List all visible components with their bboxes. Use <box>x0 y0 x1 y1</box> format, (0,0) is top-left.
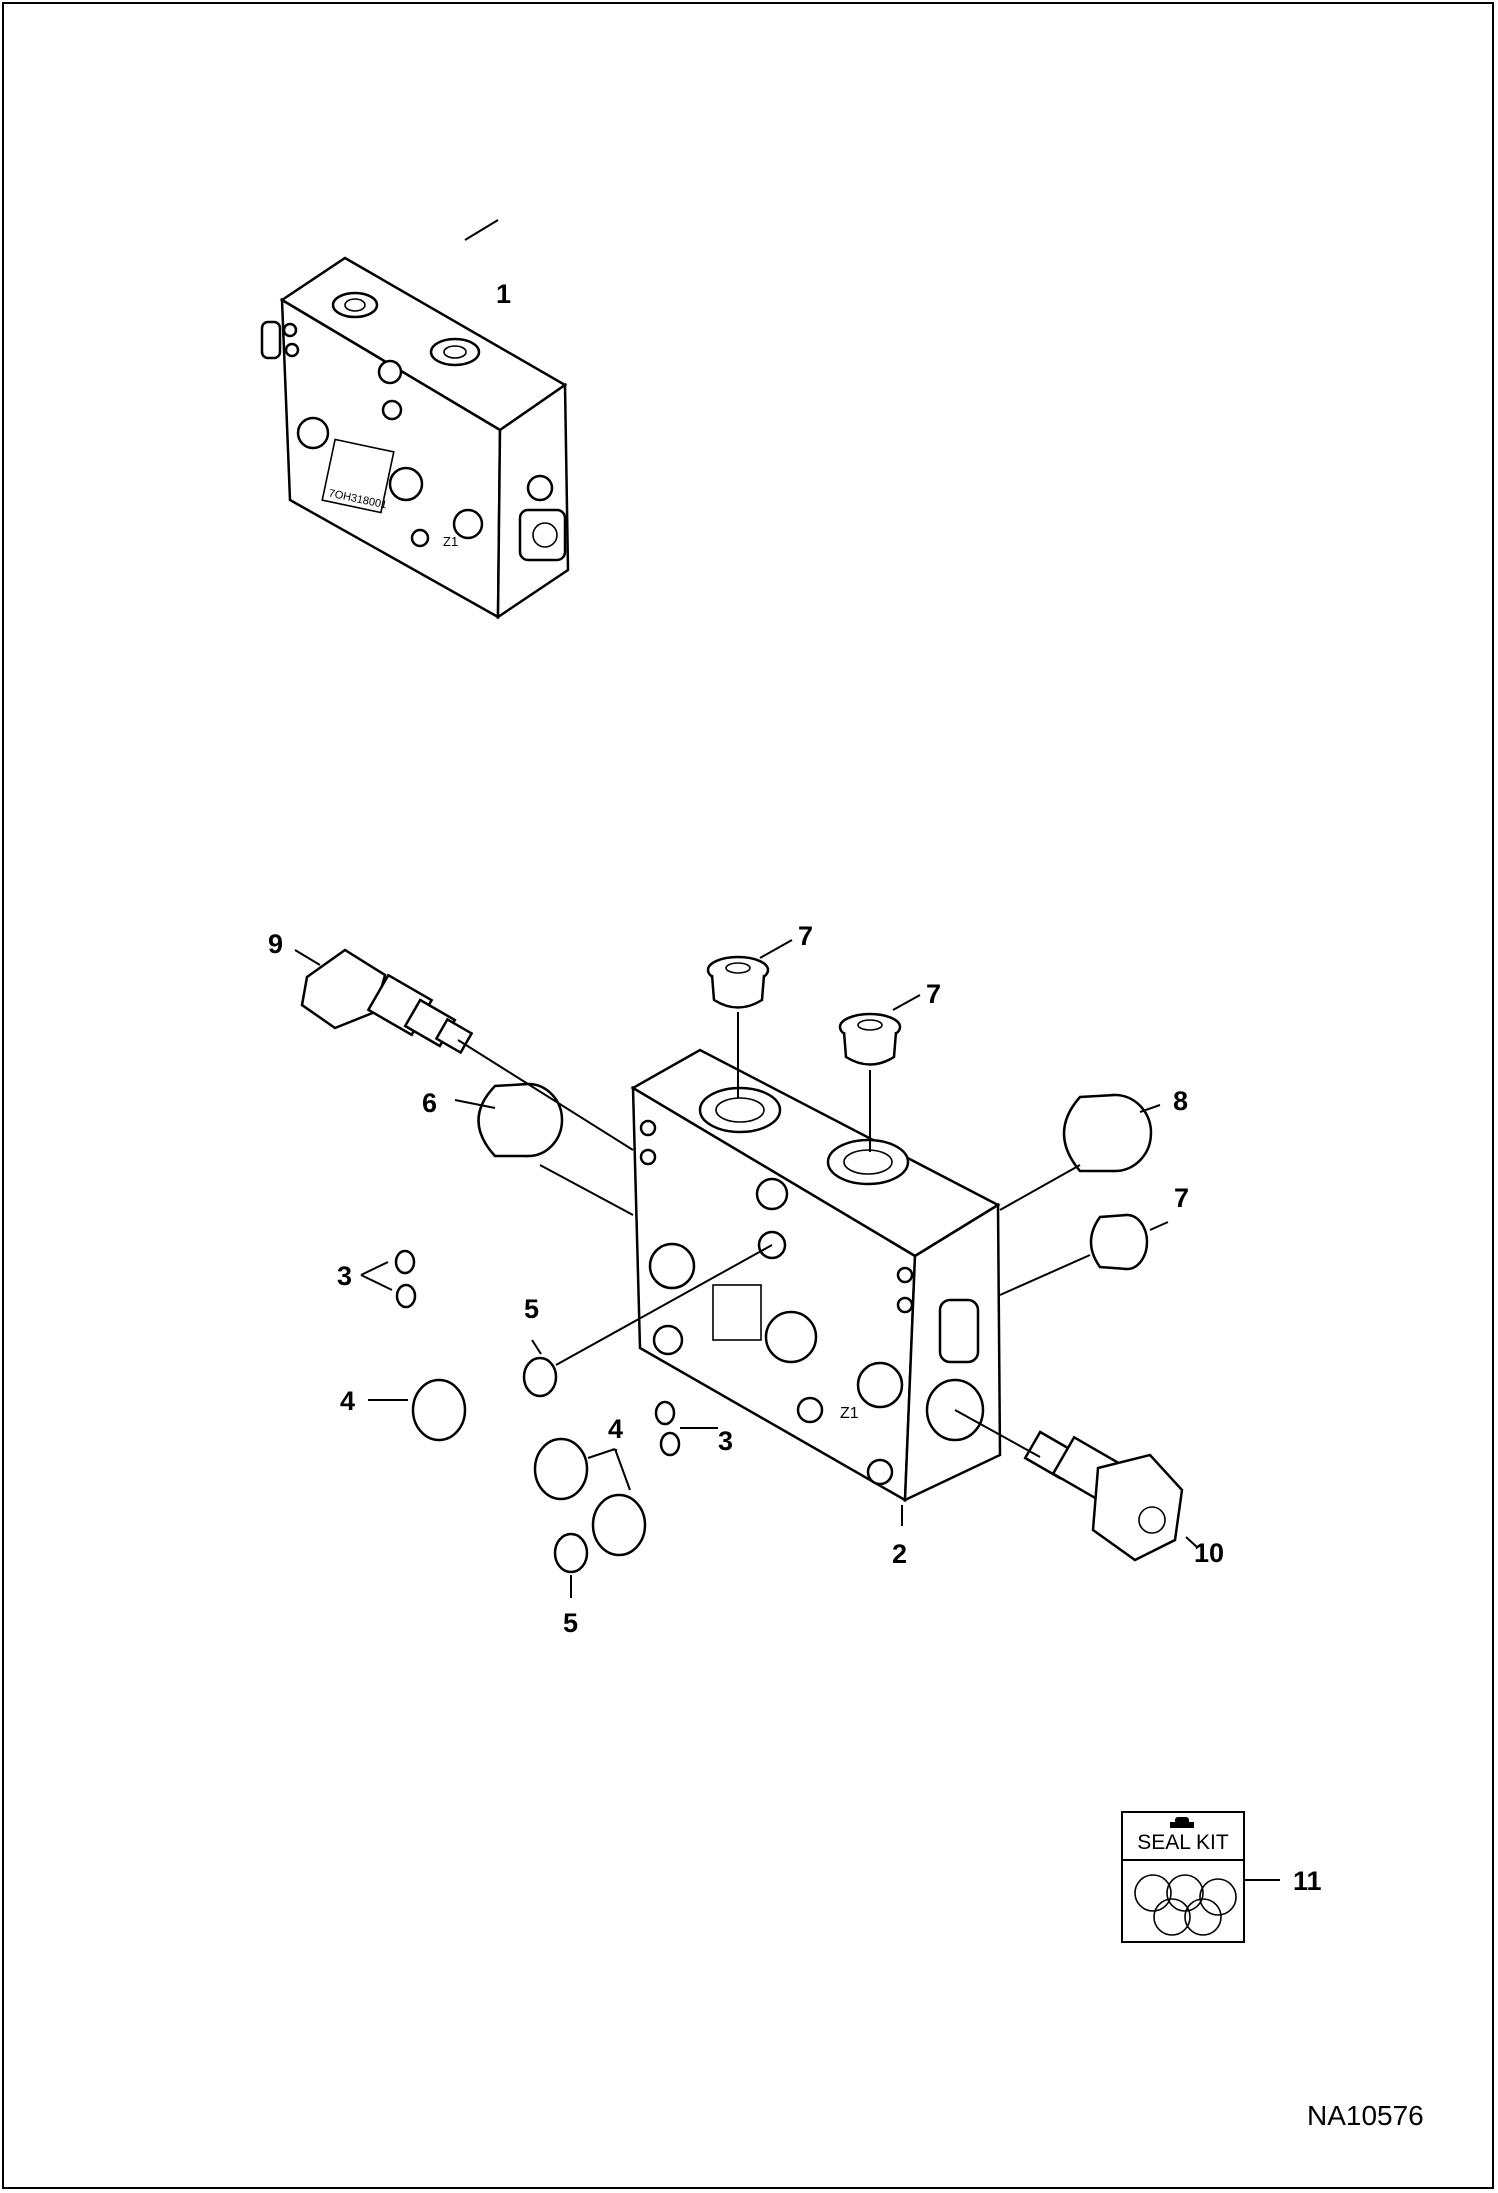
callout-9: 9 <box>268 929 283 959</box>
callout-7-b: 7 <box>926 979 941 1009</box>
valve-section-assembly: 7OH318001 Z1 <box>260 256 570 620</box>
body-port-z1-marking: Z1 <box>840 1405 859 1422</box>
seal-kit-label: SEAL KIT <box>1137 1831 1229 1854</box>
seal-kit-box <box>1121 1811 1245 1943</box>
callout-1: 1 <box>496 279 511 309</box>
callout-10: 10 <box>1194 1538 1224 1568</box>
callout-4-b: 4 <box>608 1414 623 1444</box>
callout-labels: 1 2 3 3 4 4 5 5 6 7 7 7 8 9 10 11 <box>268 279 1322 1896</box>
callout-5-a: 5 <box>524 1294 539 1324</box>
plug-top-right <box>838 1012 902 1066</box>
callout-3-a: 3 <box>337 1261 352 1291</box>
plug-right-small <box>1089 1213 1149 1271</box>
callout-11: 11 <box>1293 1866 1322 1896</box>
valve-body: Z1 <box>630 1048 1002 1503</box>
relief-valve-left <box>300 948 474 1055</box>
callout-7-c: 7 <box>1174 1183 1189 1213</box>
drawing-reference-number: NA10576 <box>1307 2100 1424 2131</box>
relief-valve-right <box>1023 1430 1184 1562</box>
callout-5-b: 5 <box>563 1608 578 1638</box>
callout-2: 2 <box>892 1539 907 1569</box>
o-rings <box>394 1249 681 1574</box>
plug-top-left <box>706 955 770 1009</box>
port-z1-marking: Z1 <box>443 534 458 549</box>
callout-4-a: 4 <box>340 1386 355 1416</box>
callout-7-a: 7 <box>798 921 813 951</box>
callout-8: 8 <box>1173 1086 1188 1116</box>
leader-lines <box>294 219 1280 1881</box>
cap-left <box>477 1082 564 1158</box>
callout-3-b: 3 <box>718 1426 733 1456</box>
cap-right <box>1062 1093 1153 1173</box>
callout-6: 6 <box>422 1088 437 1118</box>
